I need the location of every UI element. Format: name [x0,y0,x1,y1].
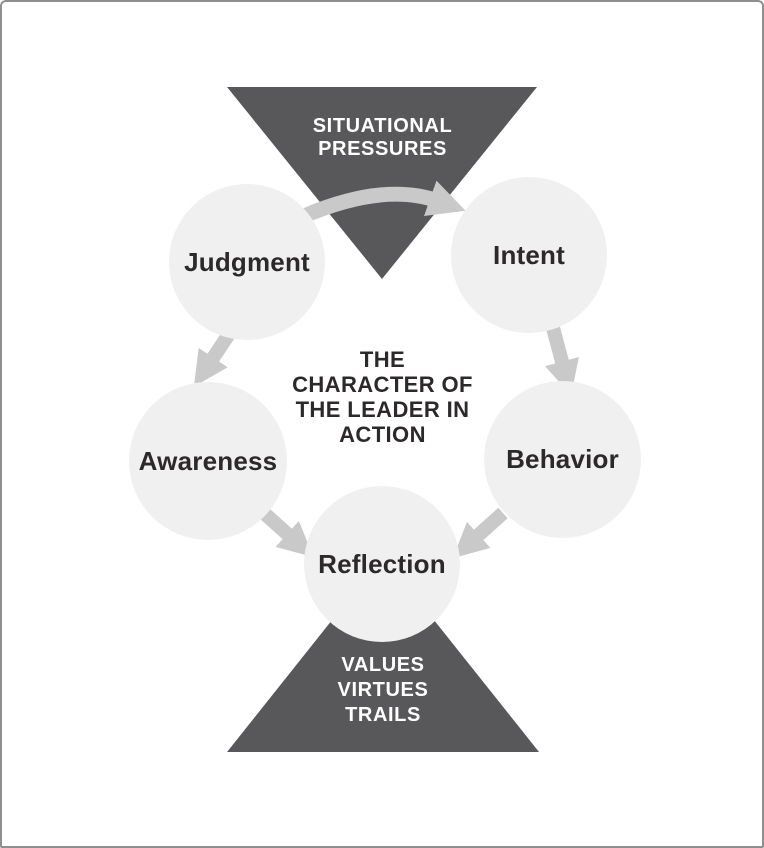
intent-circle: Intent [451,177,607,333]
reflection-circle: Reflection [304,486,460,642]
behavior-label: Behavior [506,444,619,474]
diagram-center-title: THE CHARACTER OF THE LEADER IN ACTION [292,347,473,447]
arrow-intent-to-behavior [545,326,579,396]
arrow-awareness-to-reflection [260,508,314,558]
reflection-label: Reflection [318,548,446,579]
judgment-label: Judgment [184,246,310,277]
situational-pressures-triangle [227,87,537,279]
awareness-label: Awareness [138,445,278,476]
arrow-behavior-to-reflection [452,507,508,559]
arrow-judgment-to-intent [301,180,466,223]
judgment-circle: Judgment [169,184,325,340]
intent-label: Intent [493,239,565,270]
behavior-circle: Behavior [484,381,641,538]
values-virtues-trails-triangle [227,556,539,752]
awareness-circle: Awareness [129,382,287,540]
values-virtues-trails-label: VALUES VIRTUES TRAILS [337,654,429,726]
situational-pressures-label: SITUATIONAL PRESSURES [312,115,453,160]
